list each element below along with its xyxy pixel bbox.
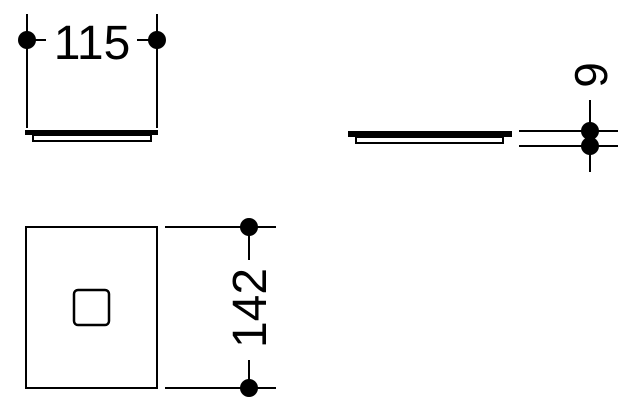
width-dimension-label: 115 (54, 17, 131, 70)
top-view-plate (25, 130, 158, 135)
side-view: 9 (348, 55, 618, 172)
width-dimension-dot-right (148, 31, 166, 49)
height-dimension-dot-bottom (240, 379, 258, 397)
side-view-plate-base (355, 136, 504, 144)
top-view-plate-base (32, 134, 152, 142)
thickness-dimension-dot-bottom (581, 137, 599, 155)
width-dimension-dot-left (18, 31, 36, 49)
side-view-plate (348, 131, 512, 137)
front-view-outline (25, 226, 158, 389)
height-label-background (224, 260, 274, 360)
thickness-dimension-dot-top (581, 122, 599, 140)
front-view: 142 (25, 218, 277, 397)
height-dimension-label: 142 (224, 268, 277, 348)
width-label-background (46, 14, 137, 60)
thickness-label-background (570, 55, 610, 95)
top-view: 115 (18, 14, 166, 142)
center-hole (72, 288, 111, 327)
thickness-dimension-label: 9 (565, 62, 617, 88)
height-dimension-dot-top (240, 218, 258, 236)
